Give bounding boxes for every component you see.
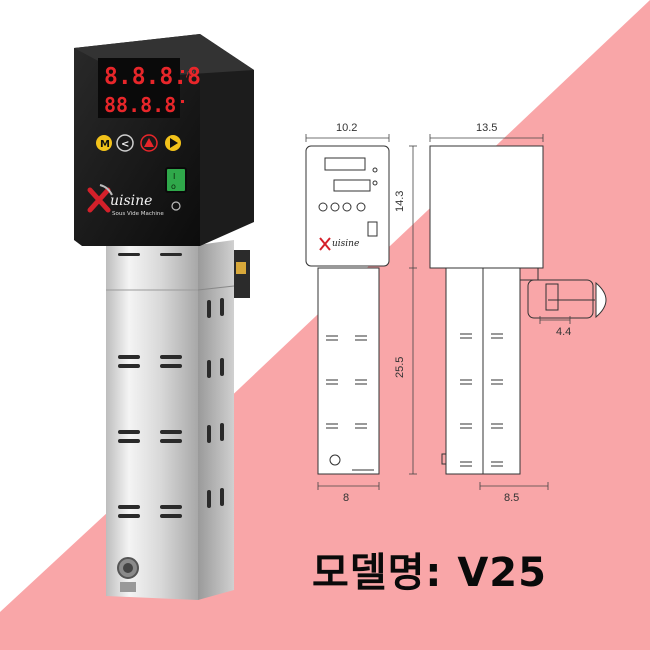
left-button-icon bbox=[116, 134, 134, 152]
steel-body-front bbox=[106, 245, 198, 600]
dim-clamp-depth: 4.4 bbox=[556, 326, 571, 338]
dimension-lines bbox=[305, 134, 571, 490]
dim-head-height: 14.3 bbox=[394, 191, 406, 212]
logo-text: uisine bbox=[110, 193, 152, 209]
steel-body-side bbox=[198, 240, 234, 600]
vents bbox=[118, 253, 224, 518]
dim-front-width: 10.2 bbox=[336, 122, 357, 134]
model-label: 모델명: V25 bbox=[312, 550, 547, 596]
power-switch-icon bbox=[165, 167, 187, 193]
led-display-top: 8.8.8.8 bbox=[104, 64, 201, 90]
led-display-bottom: 88.8.8 bbox=[104, 93, 176, 117]
control-buttons: M < bbox=[96, 134, 181, 152]
svg-text:I: I bbox=[173, 172, 175, 181]
dim-side-bottom: 8.5 bbox=[504, 492, 519, 504]
dim-side-width: 13.5 bbox=[476, 122, 497, 134]
side-view-drawing bbox=[429, 145, 607, 475]
dim-body-height: 25.5 bbox=[394, 357, 406, 378]
sous-vide-device: 8.8.8.8 88.8.8 /// M < I o bbox=[74, 34, 254, 600]
mode-button-icon bbox=[96, 135, 112, 151]
logo-subtitle: Sous Vide Machine bbox=[112, 211, 164, 217]
front-view-drawing bbox=[305, 145, 390, 475]
svg-text:<: < bbox=[121, 139, 129, 150]
brand-logo: uisine Sous Vide Machine bbox=[87, 184, 164, 217]
svg-text:///: /// bbox=[186, 70, 194, 79]
svg-text:M: M bbox=[100, 139, 110, 150]
svg-text:o: o bbox=[171, 182, 176, 191]
diagram-logo-text: uisine bbox=[332, 239, 359, 249]
display-panel bbox=[98, 58, 180, 118]
dim-front-bottom: 8 bbox=[343, 492, 349, 504]
power-icon bbox=[171, 201, 181, 211]
